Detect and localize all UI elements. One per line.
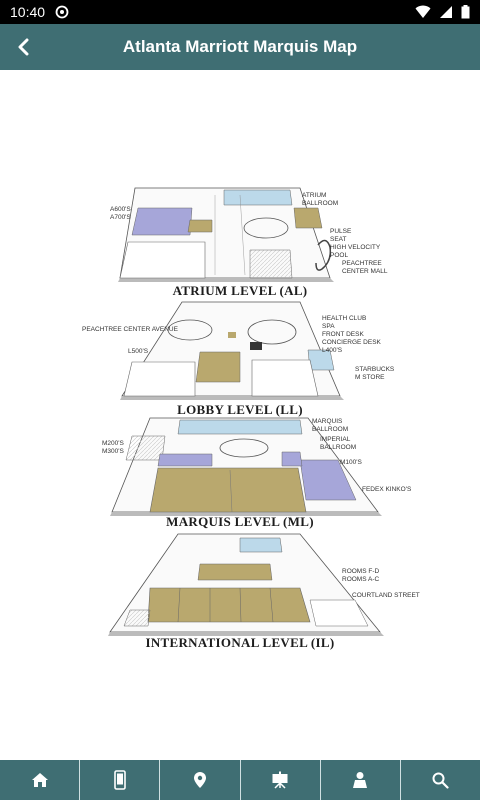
sync-icon [55, 5, 69, 19]
nav-speakers[interactable] [321, 760, 401, 800]
atrium-level-plan [118, 187, 334, 282]
callout-peachtree-mall: PEACHTREE CENTER MALL [342, 260, 388, 275]
callout-m100: M100'S [340, 459, 362, 466]
nav-presentations[interactable] [241, 760, 321, 800]
app-bar: Atlanta Marriott Marquis Map [0, 24, 480, 70]
callout-imperial: IMPERIAL BALLROOM [320, 436, 357, 451]
nav-home[interactable] [0, 760, 81, 800]
home-icon [31, 772, 49, 788]
search-icon [431, 771, 450, 789]
lobby-level-plan [120, 301, 344, 400]
level-label-international: INTERNATIONAL LEVEL (IL) [145, 635, 335, 650]
callout-courtland: COURTLAND STREET [352, 592, 420, 599]
nav-map[interactable] [160, 760, 241, 800]
level-label-atrium: ATRIUM LEVEL (AL) [172, 283, 308, 298]
easel-icon [271, 771, 289, 789]
callout-l500: L500'S [128, 348, 149, 355]
page-title: Atlanta Marriott Marquis Map [122, 37, 358, 56]
callout-health: HEALTH CLUB SPA FRONT DESK CONCIERGE DES… [322, 315, 381, 354]
status-bar: 10:40 [0, 0, 480, 24]
map-viewport[interactable]: ATRIUM LEVEL (AL) LOBBY LEVEL (LL) MARQU… [0, 70, 480, 760]
callout-starbucks: STARBUCKS M STORE [355, 366, 395, 381]
back-button[interactable] [0, 24, 46, 70]
chevron-left-icon [16, 38, 30, 56]
nav-search[interactable] [401, 760, 480, 800]
callout-a600: A600'S A700'S [110, 206, 131, 221]
status-time: 10:40 [10, 4, 46, 20]
callout-pca: PEACHTREE CENTER AVENUE [82, 326, 178, 333]
callout-rooms: ROOMS F-D ROOMS A-C [342, 568, 380, 583]
signal-icon [439, 5, 453, 19]
wifi-icon [415, 5, 431, 19]
callout-atrium-ballroom: ATRIUM BALLROOM [302, 192, 339, 207]
callout-pulse: PULSE SEAT HIGH VELOCITY POOL [330, 228, 381, 259]
speaker-icon [351, 771, 369, 789]
bottom-nav [0, 760, 480, 800]
callout-m200: M200'S M300'S [102, 440, 124, 455]
callout-fedex: FEDEX KINKO'S [362, 486, 412, 493]
map-pin-icon [193, 771, 207, 789]
floor-plan-image [108, 187, 384, 636]
level-label-marquis: MARQUIS LEVEL (ML) [166, 514, 314, 529]
level-label-lobby: LOBBY LEVEL (LL) [177, 402, 303, 417]
international-level-plan [108, 533, 384, 636]
marquis-level-plan [110, 417, 382, 516]
mobile-icon [113, 770, 126, 790]
nav-mobile[interactable] [80, 760, 161, 800]
battery-icon [461, 5, 470, 19]
callout-marquis-ballroom: MARQUIS BALLROOM [312, 418, 349, 433]
